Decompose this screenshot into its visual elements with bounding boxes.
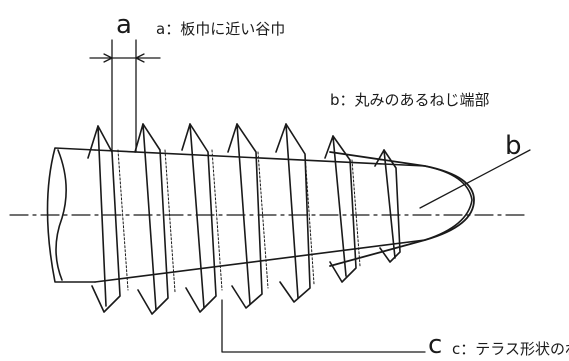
hidden-lines [117,149,361,293]
c-caption: c：テラス形状のねじ山 [452,340,569,358]
a-marker: a [116,10,132,40]
a-caption: a：板巾に近い谷巾 [156,20,286,38]
root-profile [94,149,473,283]
leader-c [221,299,426,353]
thread-crest-3 [181,123,217,313]
leader-b [419,149,531,209]
dimension-a [89,39,161,153]
thread-crest-2 [134,123,169,315]
thread-crest-6 [324,135,357,283]
thread-crest-7 [374,149,401,263]
thread-crest-1 [87,125,121,313]
rounded-tip [329,151,475,267]
shank [46,147,96,283]
c-marker: c [428,330,443,360]
b-marker: b [505,131,522,161]
b-caption: b：丸みのあるねじ端部 [330,91,490,109]
thread-crest-5 [275,123,311,303]
thread-crest-4 [227,123,263,309]
